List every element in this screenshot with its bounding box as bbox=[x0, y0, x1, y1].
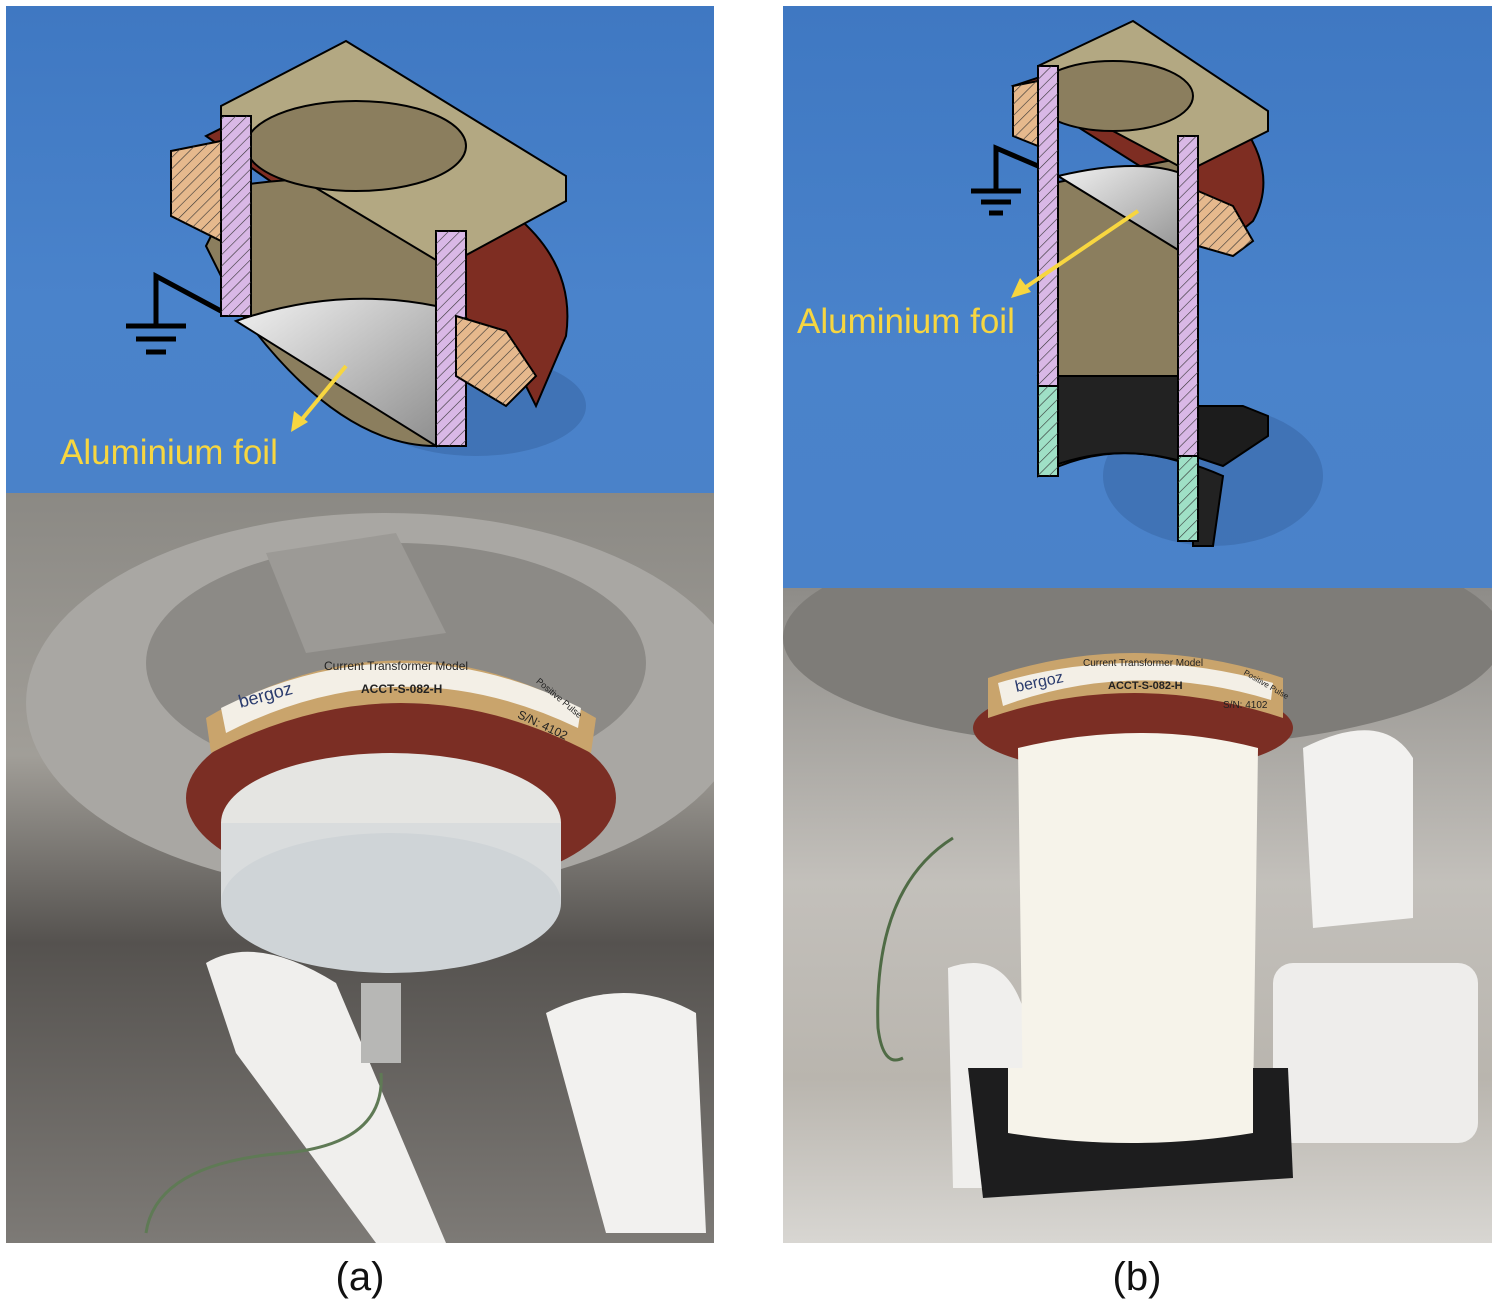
ground-symbol-b bbox=[971, 144, 1039, 216]
photo-illustration-b bbox=[783, 588, 1492, 1198]
photo-b: bergoz Current Transformer Model ACCT-S-… bbox=[783, 588, 1492, 1243]
caption-a: (a) bbox=[335, 1255, 385, 1299]
foil-arrow-b bbox=[1021, 209, 1140, 291]
cad-cross-section-b bbox=[971, 19, 1323, 547]
ct-title-a: Current Transformer Model bbox=[324, 659, 469, 673]
cad-cross-section-a bbox=[126, 39, 586, 456]
foil-arrow-a bbox=[296, 364, 348, 426]
ground-symbol-a bbox=[126, 271, 223, 355]
ct-title-b: Current Transformer Model bbox=[1083, 658, 1204, 669]
annotation-aluminium-foil-a: Aluminium foil bbox=[60, 433, 278, 472]
ct-model-b: ACCT-S-082-H bbox=[1108, 680, 1183, 692]
cad-render-b: Aluminium foil bbox=[783, 6, 1492, 588]
annotation-aluminium-foil-b: Aluminium foil bbox=[797, 302, 1015, 341]
photo-illustration-a bbox=[26, 513, 714, 1243]
photo-a: bergoz Current Transformer Model ACCT-S-… bbox=[6, 493, 714, 1243]
cad-render-a: Aluminium foil bbox=[6, 6, 714, 493]
caption-b: (b) bbox=[1112, 1255, 1162, 1299]
ct-serial-b: S/N: 4102 bbox=[1223, 700, 1268, 711]
ct-model-a: ACCT-S-082-H bbox=[361, 682, 443, 696]
